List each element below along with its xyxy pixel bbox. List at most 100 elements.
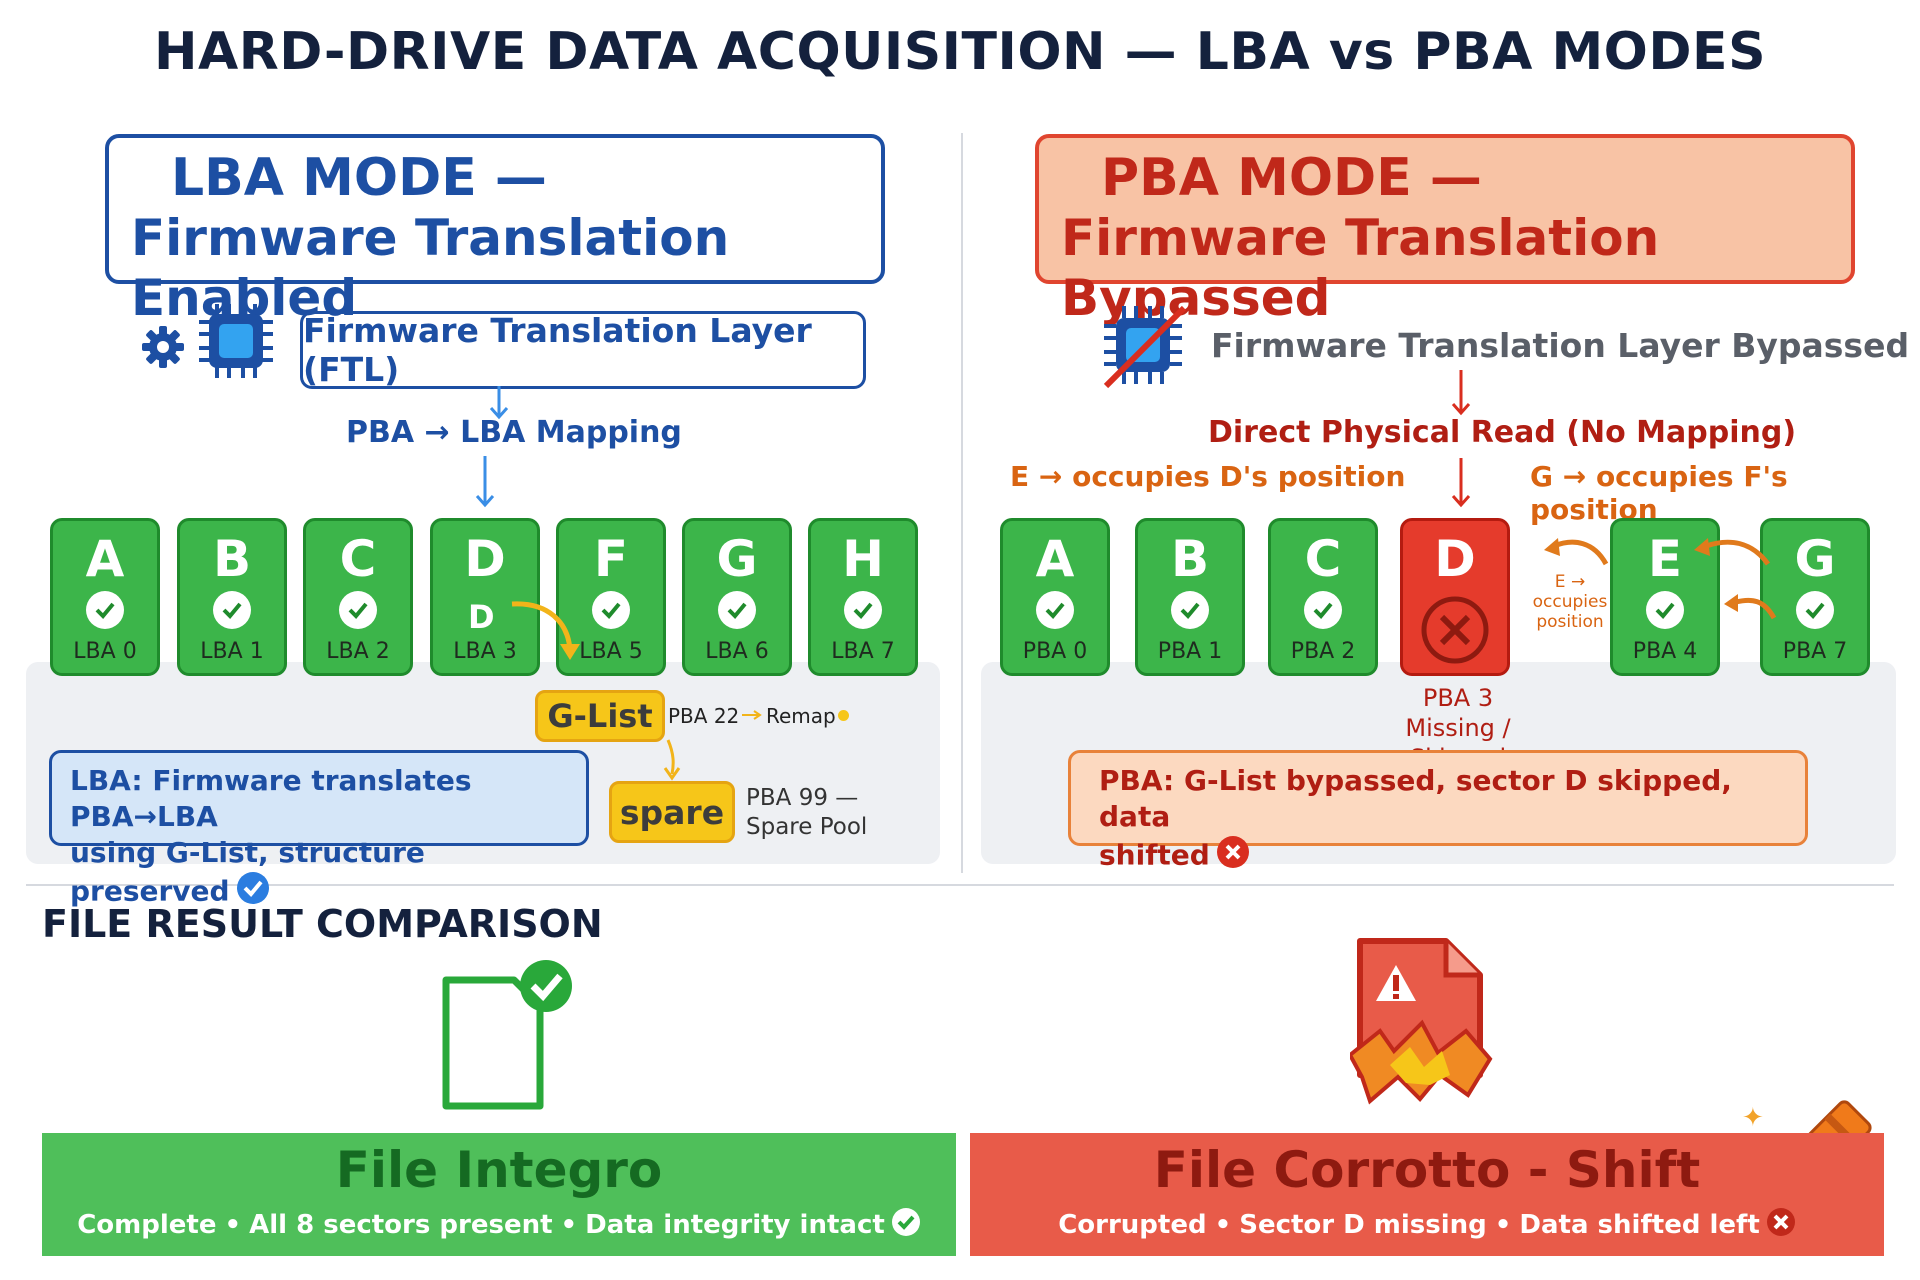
sector-address: PBA 7 — [1782, 639, 1848, 664]
error-badge-icon — [1216, 835, 1250, 878]
lba-header-title: LBA MODE — — [171, 148, 547, 208]
error-circle-icon — [1403, 595, 1507, 669]
svg-text:✦: ✦ — [1742, 1103, 1764, 1133]
glist-pba-label: PBA 22 — [668, 704, 740, 728]
check-badge-icon — [236, 871, 270, 914]
sector-address: LBA 5 — [579, 639, 643, 664]
result-bad-title: File Corrotto - Shift — [1153, 1141, 1701, 1199]
section-title: FILE RESULT COMPARISON — [42, 902, 603, 946]
sector-address: LBA 6 — [705, 639, 769, 664]
result-bad-banner: File Corrotto - Shift Corrupted•Sector D… — [970, 1133, 1884, 1256]
sector-letter: B — [1170, 530, 1210, 588]
sector-address: LBA 1 — [200, 639, 264, 664]
pba-header-title: PBA MODE — — [1101, 148, 1482, 208]
g-occupies-label: G → occupies F's position — [1530, 460, 1788, 526]
gear-icon — [140, 324, 186, 374]
check-icon — [339, 591, 377, 629]
lba-sector-a: A LBA 0 — [50, 518, 160, 676]
result-ok-item: Data integrity intact — [585, 1210, 885, 1240]
result-ok-title: File Integro — [335, 1141, 663, 1199]
lba-note: LBA: Firmware translates PBA→LBA using G… — [49, 750, 589, 908]
spare-box: spare — [609, 781, 735, 843]
spare-pool-label: Spare Pool — [746, 814, 868, 840]
check-icon — [1796, 591, 1834, 629]
page-title: HARD-DRIVE DATA ACQUISITION — LBA vs PBA… — [153, 22, 1767, 82]
arrow-down-icon — [1451, 458, 1471, 508]
sector-letter: F — [593, 530, 629, 588]
sector-address: LBA 0 — [73, 639, 137, 664]
lba-note-line2: using G-List, structure preserved — [70, 836, 425, 908]
e-occupies-note-line2: occupies — [1532, 592, 1608, 612]
pba-note-line2-wrap: shifted — [1099, 835, 1777, 878]
sector-letter: C — [339, 530, 377, 588]
mapping-label: PBA → LBA Mapping — [346, 415, 682, 450]
sector-address: LBA 7 — [831, 639, 895, 664]
glist-box: G-List — [535, 690, 665, 742]
spare-pba-label: PBA 99 — — [746, 785, 859, 811]
check-icon — [213, 591, 251, 629]
sector-letter: D — [1434, 530, 1476, 588]
file-corrupted-icon — [1347, 935, 1500, 1109]
pba-sector-d: D — [1400, 518, 1510, 676]
check-icon — [592, 591, 630, 629]
lba-note-line1: LBA: Firmware translates PBA→LBA — [70, 764, 472, 833]
missing-sector-pba: PBA 3 — [1422, 684, 1494, 712]
sector-address: PBA 1 — [1157, 639, 1223, 664]
e-occupies-note: E → occupies position — [1530, 572, 1610, 632]
check-icon — [718, 591, 756, 629]
result-ok-banner: File Integro Complete•All 8 sectors pres… — [42, 1133, 956, 1256]
file-check-icon — [440, 960, 580, 1124]
vertical-divider — [961, 133, 963, 873]
shift-arrow-icon — [1724, 594, 1777, 620]
lba-sector-c: C LBA 2 — [303, 518, 413, 676]
sector-address: PBA 4 — [1632, 639, 1698, 664]
result-bad-item: Sector D missing — [1239, 1210, 1487, 1240]
check-badge-icon — [891, 1207, 921, 1244]
sector-address: LBA 3 — [453, 639, 517, 664]
check-icon — [1304, 591, 1342, 629]
check-icon — [1171, 591, 1209, 629]
check-icon — [1646, 591, 1684, 629]
sector-letter: E — [1647, 530, 1683, 588]
glist-dot — [838, 710, 849, 721]
horizontal-divider — [26, 884, 1894, 886]
arrow-down-icon — [489, 386, 509, 420]
sector-letter: G — [716, 530, 758, 588]
chip-icon — [195, 300, 277, 386]
error-badge-icon — [1766, 1207, 1796, 1244]
sector-d-sublabel: D — [468, 598, 495, 636]
sector-letter: C — [1304, 530, 1342, 588]
pba-header-subtitle: Firmware Translation Bypassed — [1061, 209, 1660, 327]
lba-sector-d: D LBA 3 — [430, 518, 540, 676]
e-occupies-label: E → occupies D's position — [1010, 460, 1406, 493]
lba-sector-h: H LBA 7 — [808, 518, 918, 676]
lba-mode-header: LBA MODE — Firmware Translation Enabled — [105, 134, 885, 327]
sector-address: PBA 0 — [1022, 639, 1088, 664]
pba-sector-g: G PBA 7 — [1760, 518, 1870, 676]
chip-crossed-icon — [1098, 300, 1190, 396]
check-icon — [86, 591, 124, 629]
lba-note-line2-wrap: using G-List, structure preserved — [70, 835, 568, 914]
sector-letter: G — [1794, 530, 1836, 588]
arrow-down-icon — [1451, 370, 1471, 416]
arrow-right-icon — [742, 710, 762, 720]
pba-sector-b: B PBA 1 — [1135, 518, 1245, 676]
direct-read-label: Direct Physical Read (No Mapping) — [1208, 415, 1797, 450]
pba-note: PBA: G-List bypassed, sector D skipped, … — [1068, 750, 1808, 872]
check-icon — [1036, 591, 1074, 629]
result-bad-item: Data shifted left — [1519, 1210, 1760, 1240]
sector-letter: H — [842, 530, 884, 588]
sector-address: LBA 2 — [326, 639, 390, 664]
shift-arrow-icon — [1544, 538, 1609, 566]
lba-sector-f: F LBA 5 — [556, 518, 666, 676]
result-bad-subtitle: Corrupted•Sector D missing•Data shifted … — [970, 1207, 1884, 1244]
sector-address: PBA 2 — [1290, 639, 1356, 664]
result-ok-subtitle: Complete•All 8 sectors present•Data inte… — [42, 1207, 956, 1244]
lba-sector-g: G LBA 6 — [682, 518, 792, 676]
sector-letter: A — [85, 530, 125, 588]
sector-letter: D — [464, 530, 506, 588]
pba-sector-c: C PBA 2 — [1268, 518, 1378, 676]
result-ok-item: Complete — [77, 1210, 217, 1240]
